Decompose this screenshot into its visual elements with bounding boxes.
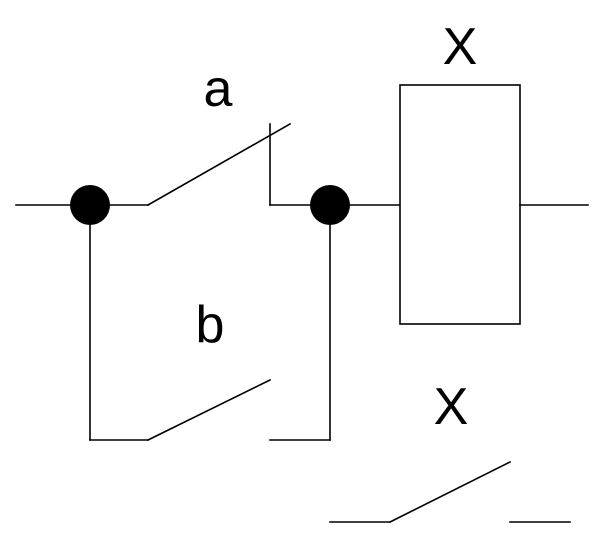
contact-a-blade [146,122,292,207]
label-contact-b: b [196,296,225,354]
relay-coil-x [399,84,521,325]
junction-node-left [70,185,110,225]
contact-b [146,378,272,442]
label-contact-x: X [434,378,469,436]
contact-x-blade [388,460,512,524]
label-coil-x: X [443,18,478,76]
label-contact-a: a [204,60,233,118]
contact-a [146,122,292,207]
contact-b-blade [146,378,272,442]
contact-x [329,460,571,524]
junction-node-right [310,185,350,225]
